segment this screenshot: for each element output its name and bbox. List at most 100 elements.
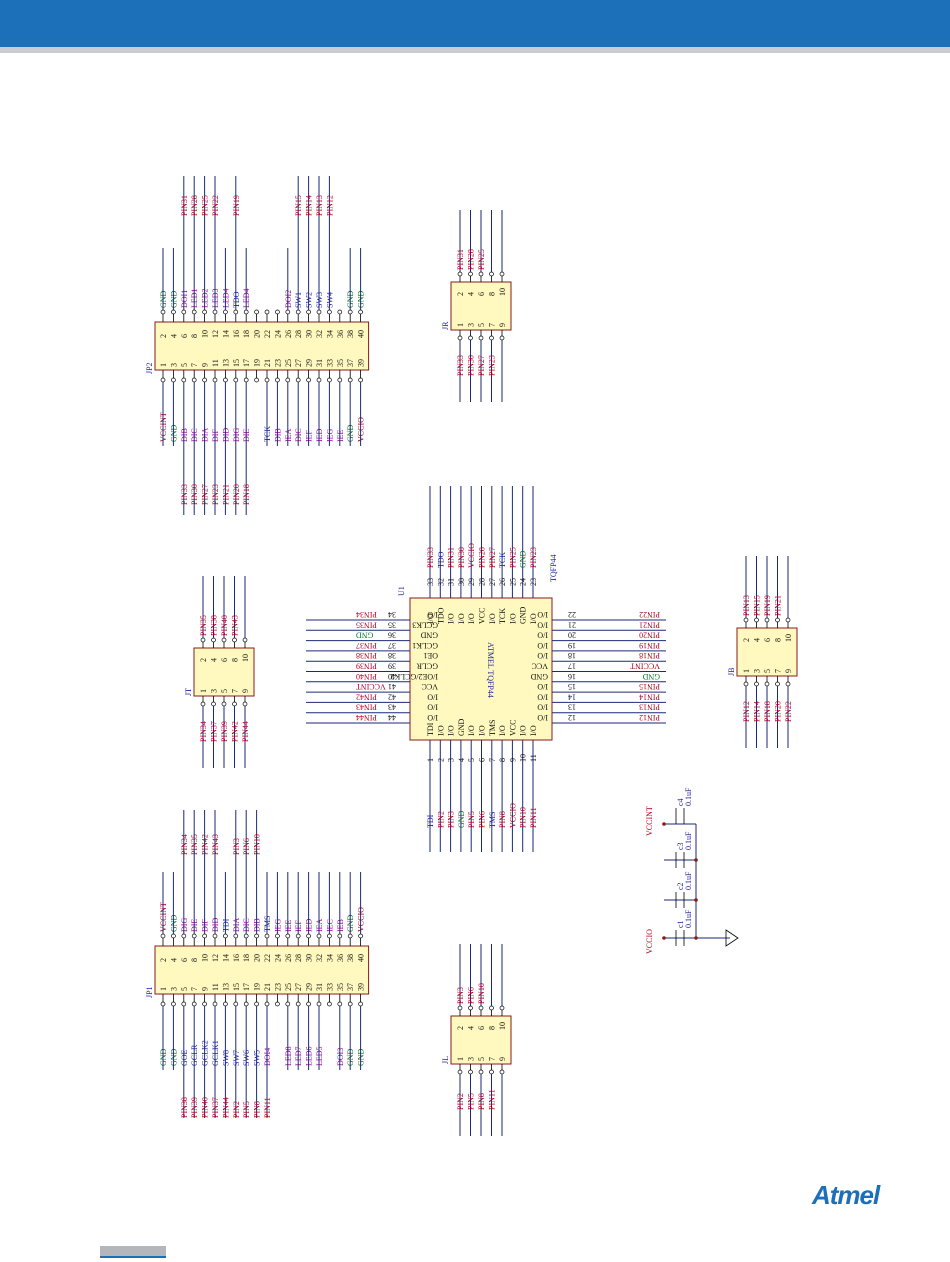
pin-number: 18 xyxy=(242,330,251,338)
pin-dot xyxy=(242,637,248,643)
pin-number: 8 xyxy=(774,638,783,642)
pin-number: 27 xyxy=(294,983,303,991)
pin-number: 2 xyxy=(159,958,168,962)
net-label: PIN18 xyxy=(639,651,660,660)
pin-dot xyxy=(785,617,791,623)
pin-number: 23 xyxy=(529,578,538,586)
net-label: PIN35 xyxy=(199,615,208,636)
pin-dot xyxy=(347,377,353,383)
pin-dot xyxy=(499,1069,505,1075)
pin-dot xyxy=(212,933,218,939)
pin-function: I/O xyxy=(467,613,476,624)
pin-function: I/O xyxy=(427,610,438,619)
pin-number: 27 xyxy=(294,359,303,367)
pin-number: 39 xyxy=(357,359,366,367)
pin-number: 8 xyxy=(190,958,199,962)
pin-function: I/O xyxy=(537,703,548,712)
pin-dot xyxy=(457,1005,463,1011)
pin-dot xyxy=(316,377,322,383)
net-label: PIN15 xyxy=(753,595,762,616)
net-label: PIN21 xyxy=(639,620,660,629)
pin-number: 2 xyxy=(742,638,751,642)
net-label: PIN8 xyxy=(477,1093,486,1110)
net-label: PIN28 xyxy=(478,547,487,568)
pin-function: I/O xyxy=(457,613,466,624)
net-label: PIN12 xyxy=(742,701,751,722)
pin-number: 23 xyxy=(273,983,282,991)
net-label: PIN2 xyxy=(232,1101,241,1118)
u1-refdes: U1 xyxy=(397,586,406,596)
pin-number: 8 xyxy=(231,658,240,662)
pin-dot xyxy=(243,377,249,383)
pin-dot xyxy=(212,309,218,315)
pin-number: 30 xyxy=(305,954,314,962)
pin-number: 19 xyxy=(568,641,576,650)
pin-dot xyxy=(306,309,311,315)
net-label: PIN19 xyxy=(232,195,241,216)
pin-dot xyxy=(223,309,228,315)
net-label: PIN37 xyxy=(211,1097,220,1118)
pin-function: TDI xyxy=(426,722,435,736)
pin-function: VCC xyxy=(478,608,487,624)
pin-dot xyxy=(764,617,770,623)
net-label: GND xyxy=(642,672,660,681)
pin-number: 7 xyxy=(488,1057,497,1061)
pin-dot xyxy=(785,681,791,687)
pin-number: 10 xyxy=(784,634,793,642)
pin-dot xyxy=(306,1001,311,1007)
pin-dot xyxy=(489,271,494,277)
pin-number: 39 xyxy=(357,983,366,991)
pin-number: 24 xyxy=(519,578,528,586)
pin-function: GCLR xyxy=(416,662,438,671)
pin-number: 22 xyxy=(263,330,272,338)
pin-number: 12 xyxy=(211,330,220,338)
pin-dot xyxy=(171,377,176,383)
pin-number: 40 xyxy=(357,954,366,962)
pin-number: 35 xyxy=(388,620,396,629)
capacitor-refdes: c3 xyxy=(676,842,685,850)
net-label: PIN33 xyxy=(426,547,435,568)
net-label: PIN13 xyxy=(639,703,660,712)
jp1-body xyxy=(154,945,370,995)
net-label: PIN25 xyxy=(477,249,486,270)
net-label: PIN42 xyxy=(201,834,210,855)
pin-number: 7 xyxy=(488,323,497,327)
pin-dot xyxy=(478,271,484,277)
pin-number: 16 xyxy=(232,330,241,338)
pin-function: I/O xyxy=(537,713,548,722)
net-label: PIN33 xyxy=(456,355,465,376)
net-label: PIN31 xyxy=(180,195,189,216)
pin-dot xyxy=(181,933,187,939)
pin-function: I/O xyxy=(537,641,548,650)
pin-dot xyxy=(457,335,463,341)
net-label: TMS xyxy=(488,812,497,828)
pin-dot xyxy=(285,1001,291,1007)
pin-dot xyxy=(254,1001,259,1007)
pin-number: 12 xyxy=(211,954,220,962)
pin-number: 3 xyxy=(447,758,456,762)
pin-dot xyxy=(478,335,484,341)
pin-dot xyxy=(295,309,301,315)
pin-number: 4 xyxy=(210,658,219,662)
pin-number: 7 xyxy=(190,363,199,367)
pin-dot xyxy=(232,701,237,707)
pin-number: 20 xyxy=(253,330,262,338)
pin-number: 10 xyxy=(498,1022,507,1030)
pin-number: 3 xyxy=(169,363,178,367)
capacitor-value: 0.1uF xyxy=(684,871,693,890)
net-label: PIN21 xyxy=(221,484,230,505)
pin-number: 32 xyxy=(315,330,324,338)
pin-dot xyxy=(275,933,280,939)
pin-dot xyxy=(160,309,166,315)
pin-dot xyxy=(478,1005,484,1011)
pin-dot xyxy=(499,1005,505,1011)
pin-number: 1 xyxy=(742,669,751,673)
pin-number: 1 xyxy=(456,1057,465,1061)
net-label: TDI xyxy=(426,814,435,828)
net-label: PIN25 xyxy=(508,547,517,568)
capacitor-value: 0.1uF xyxy=(684,909,693,928)
pin-number: 23 xyxy=(273,359,282,367)
pin-number: 28 xyxy=(478,578,487,586)
pin-number: 34 xyxy=(325,954,334,962)
jp2-refdes: JP2 xyxy=(145,362,154,374)
